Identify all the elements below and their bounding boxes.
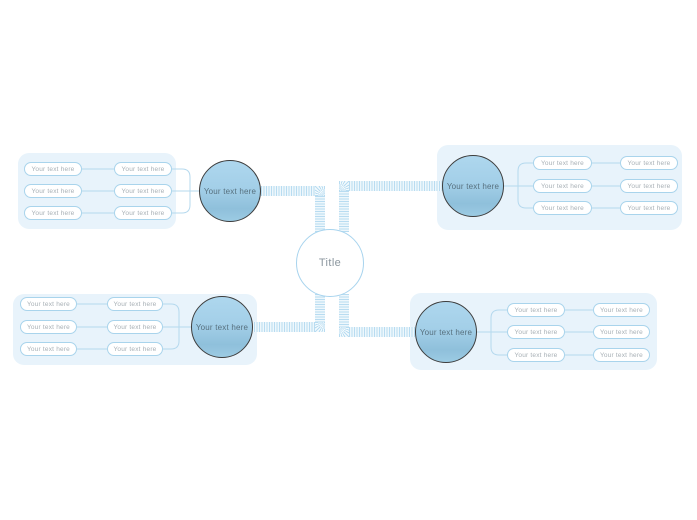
topic-pill[interactable]: Your text here	[20, 342, 77, 356]
striped-connector-top-left-horizontal	[256, 186, 315, 196]
topic-pill[interactable]: Your text here	[533, 179, 592, 193]
topic-pill[interactable]: Your text here	[533, 201, 592, 215]
striped-connector-bottom-right-vertical	[339, 294, 349, 327]
topic-pill[interactable]: Your text here	[533, 156, 592, 170]
topic-pill[interactable]: Your text here	[107, 320, 163, 334]
branch-circle-bottom-left[interactable]: Your text here	[191, 296, 253, 358]
topic-pill[interactable]: Your text here	[620, 179, 678, 193]
connector-corner-bottom-left	[315, 322, 325, 332]
striped-connector-bottom-left-horizontal	[249, 322, 315, 332]
topic-pill[interactable]: Your text here	[507, 325, 565, 339]
topic-pill[interactable]: Your text here	[593, 303, 650, 317]
connector-corner-bottom-right	[339, 327, 349, 337]
striped-connector-top-left-vertical	[315, 196, 325, 232]
branch-circle-top-right[interactable]: Your text here	[442, 155, 504, 217]
topic-pill[interactable]: Your text here	[20, 297, 77, 311]
topic-pill[interactable]: Your text here	[24, 206, 82, 220]
topic-pill[interactable]: Your text here	[107, 342, 163, 356]
branch-circle-top-left[interactable]: Your text here	[199, 160, 261, 222]
striped-connector-top-right-horizontal	[349, 181, 446, 191]
topic-pill[interactable]: Your text here	[593, 325, 650, 339]
center-topic[interactable]: Title	[296, 229, 364, 297]
topic-pill[interactable]: Your text here	[620, 156, 678, 170]
striped-connector-bottom-right-horizontal	[349, 327, 418, 337]
topic-pill[interactable]: Your text here	[24, 184, 82, 198]
topic-pill[interactable]: Your text here	[20, 320, 77, 334]
striped-connector-top-right-vertical	[339, 191, 349, 232]
topic-pill[interactable]: Your text here	[114, 162, 172, 176]
topic-pill[interactable]: Your text here	[620, 201, 678, 215]
connector-corner-top-left	[315, 186, 325, 196]
topic-pill[interactable]: Your text here	[507, 348, 565, 362]
striped-connector-bottom-left-vertical	[315, 294, 325, 322]
branch-circle-bottom-right[interactable]: Your text here	[415, 301, 477, 363]
topic-pill[interactable]: Your text here	[114, 184, 172, 198]
connector-corner-top-right	[339, 181, 349, 191]
topic-pill[interactable]: Your text here	[507, 303, 565, 317]
topic-pill[interactable]: Your text here	[593, 348, 650, 362]
topic-pill[interactable]: Your text here	[107, 297, 163, 311]
topic-pill[interactable]: Your text here	[24, 162, 82, 176]
topic-pill[interactable]: Your text here	[114, 206, 172, 220]
